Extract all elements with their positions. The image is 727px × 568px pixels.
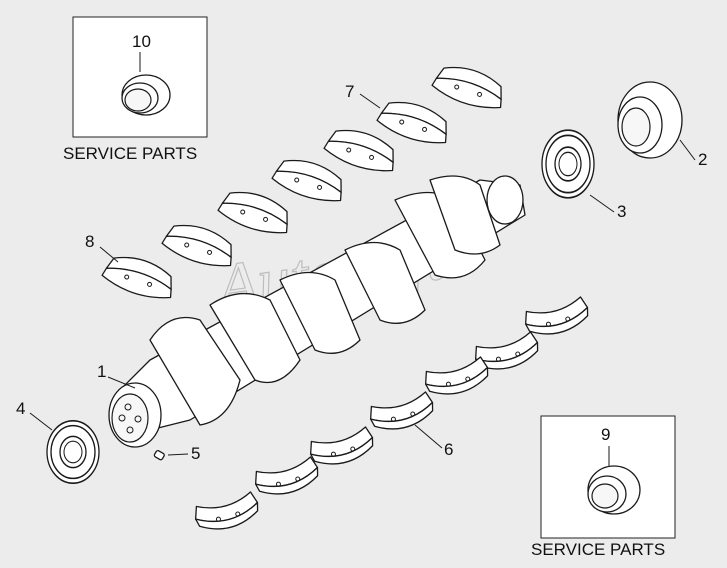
service-parts-caption-bottom: SERVICE PARTS	[531, 540, 665, 559]
seal-ring	[617, 81, 683, 159]
callout-8: 8	[85, 232, 119, 263]
svg-text:6: 6	[444, 440, 453, 459]
dowel-pin	[153, 449, 165, 461]
callout-6: 6	[414, 424, 453, 459]
service-parts-caption-top: SERVICE PARTS	[63, 144, 197, 163]
service-ring-top	[121, 74, 171, 116]
crankshaft	[108, 175, 526, 448]
svg-text:8: 8	[85, 232, 94, 251]
part-number-9: 9	[601, 425, 610, 444]
callout-3: 3	[589, 194, 626, 221]
svg-text:2: 2	[698, 150, 707, 169]
service-box-bottom: 9 SERVICE PARTS	[531, 415, 676, 559]
callout-2: 2	[679, 139, 707, 169]
callout-7: 7	[345, 82, 381, 109]
front-gear	[46, 420, 100, 484]
service-ring-bottom	[587, 465, 641, 515]
svg-text:7: 7	[345, 82, 354, 101]
callout-1: 1	[97, 362, 136, 389]
callout-4: 4	[16, 399, 53, 431]
service-box-top: 10 SERVICE PARTS	[63, 16, 208, 163]
svg-text:3: 3	[617, 202, 626, 221]
svg-text:1: 1	[97, 362, 106, 381]
svg-text:4: 4	[16, 399, 25, 418]
callout-5: 5	[167, 444, 200, 463]
part-number-10: 10	[132, 32, 151, 51]
svg-text:5: 5	[191, 444, 200, 463]
rear-gear	[541, 129, 595, 199]
